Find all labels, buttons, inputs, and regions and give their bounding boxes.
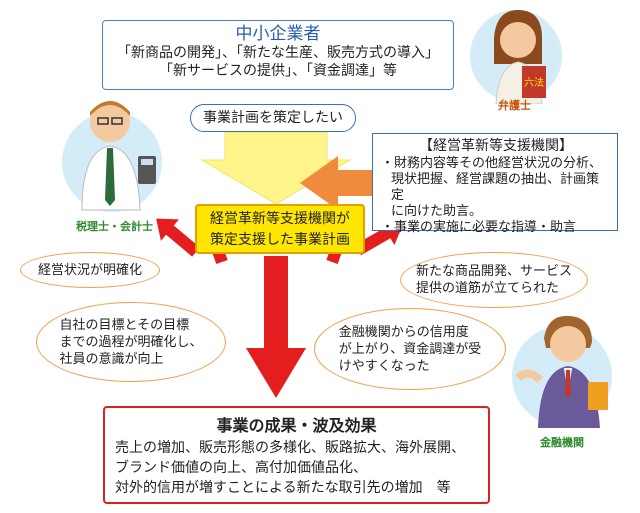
red-down-arrow-main [246,256,306,398]
bank-label: 金融機関 [540,436,584,449]
support-title: 【経営革新等支援機関】 [419,138,573,154]
outcome-1-text: 経営状況が明確化 [37,262,142,278]
result-line-3: 対外的信用が増すことによる新たな取引先の増加 等 [115,480,451,496]
outcome-2-line-3: 社員の意識が向上 [59,351,164,367]
outcome-3-line-2: 提供の道筋が立てられた [415,281,559,296]
outcome-oval-2: 自社の目標とその目標 までの過程が明確化し、 社員の意識が向上 [36,302,226,382]
outcome-oval-4: 金融機関からの信用度 が上がり、資金調達が受 けやすくなった [314,308,506,390]
result-line-1: 売上の増加、販売形態の多様化、販路拡大、海外展開、 [115,440,465,456]
outcome-4-line-2: が上がり、資金調達が受 [338,341,482,357]
support-item-3: に向けた助言。 [391,204,483,219]
outcome-oval-1: 経営状況が明確化 [20,252,160,288]
result-line-2: ブランド価値の向上、高付加価値品化、 [115,460,367,476]
support-item-1: ・財務内容等その他経営状況の分析、 [381,156,603,171]
plan-pill: 事業計画を策定したい [190,104,356,132]
lawyer-icon: 六法 [494,10,546,104]
support-box: 【経営革新等支援機関】 ・財務内容等その他経営状況の分析、 現状把握、経営課題の… [372,133,618,235]
support-item-2: 現状把握、経営課題の抽出、計画策定 [391,172,600,203]
support-item-4: ・事業の実施に必要な指導・助言 [381,220,577,235]
outcome-3-line-1: 新たな商品開発、サービス [415,264,572,279]
orange-left-arrow [300,156,372,210]
outcome-2-line-1: 自社の目標とその目標 [59,317,190,333]
sme-line-2: 「新サービスの提供」、「資金調達」等 [159,63,397,79]
accountant-icon [81,101,156,211]
center-plan-line-2: 策定支援した事業計画 [210,232,350,248]
sme-title: 中小企業者 [235,24,321,44]
center-plan-line-1: 経営革新等支援機関が [210,211,350,227]
outcome-2-line-2: までの過程が明確化し、 [59,334,203,350]
outcome-oval-3: 新たな商品開発、サービス 提供の道筋が立てられた [400,252,588,308]
bank-staff-icon [515,315,608,428]
center-plan-box: 経営革新等支援機関が 策定支援した事業計画 [195,204,365,254]
result-box: 事業の成果・波及効果 売上の増加、販売形態の多様化、販路拡大、海外展開、 ブラン… [103,406,490,504]
lawyer-label: 弁護士 [498,99,531,112]
law-book-text: 六法 [524,76,544,89]
red-arrow-left-upper [156,218,200,257]
outcome-4-line-3: けやすくなった [338,358,430,374]
accountant-label: 税理士・会計士 [76,220,153,233]
result-title: 事業の成果・波及効果 [216,416,377,435]
outcome-4-line-1: 金融機関からの信用度 [338,324,469,340]
sme-line-1: 「新商品の開発」、「新たな生産、販売方式の導入」 [117,45,439,61]
sme-box: 中小企業者 「新商品の開発」、「新たな生産、販売方式の導入」 「新サービスの提供… [102,20,454,90]
